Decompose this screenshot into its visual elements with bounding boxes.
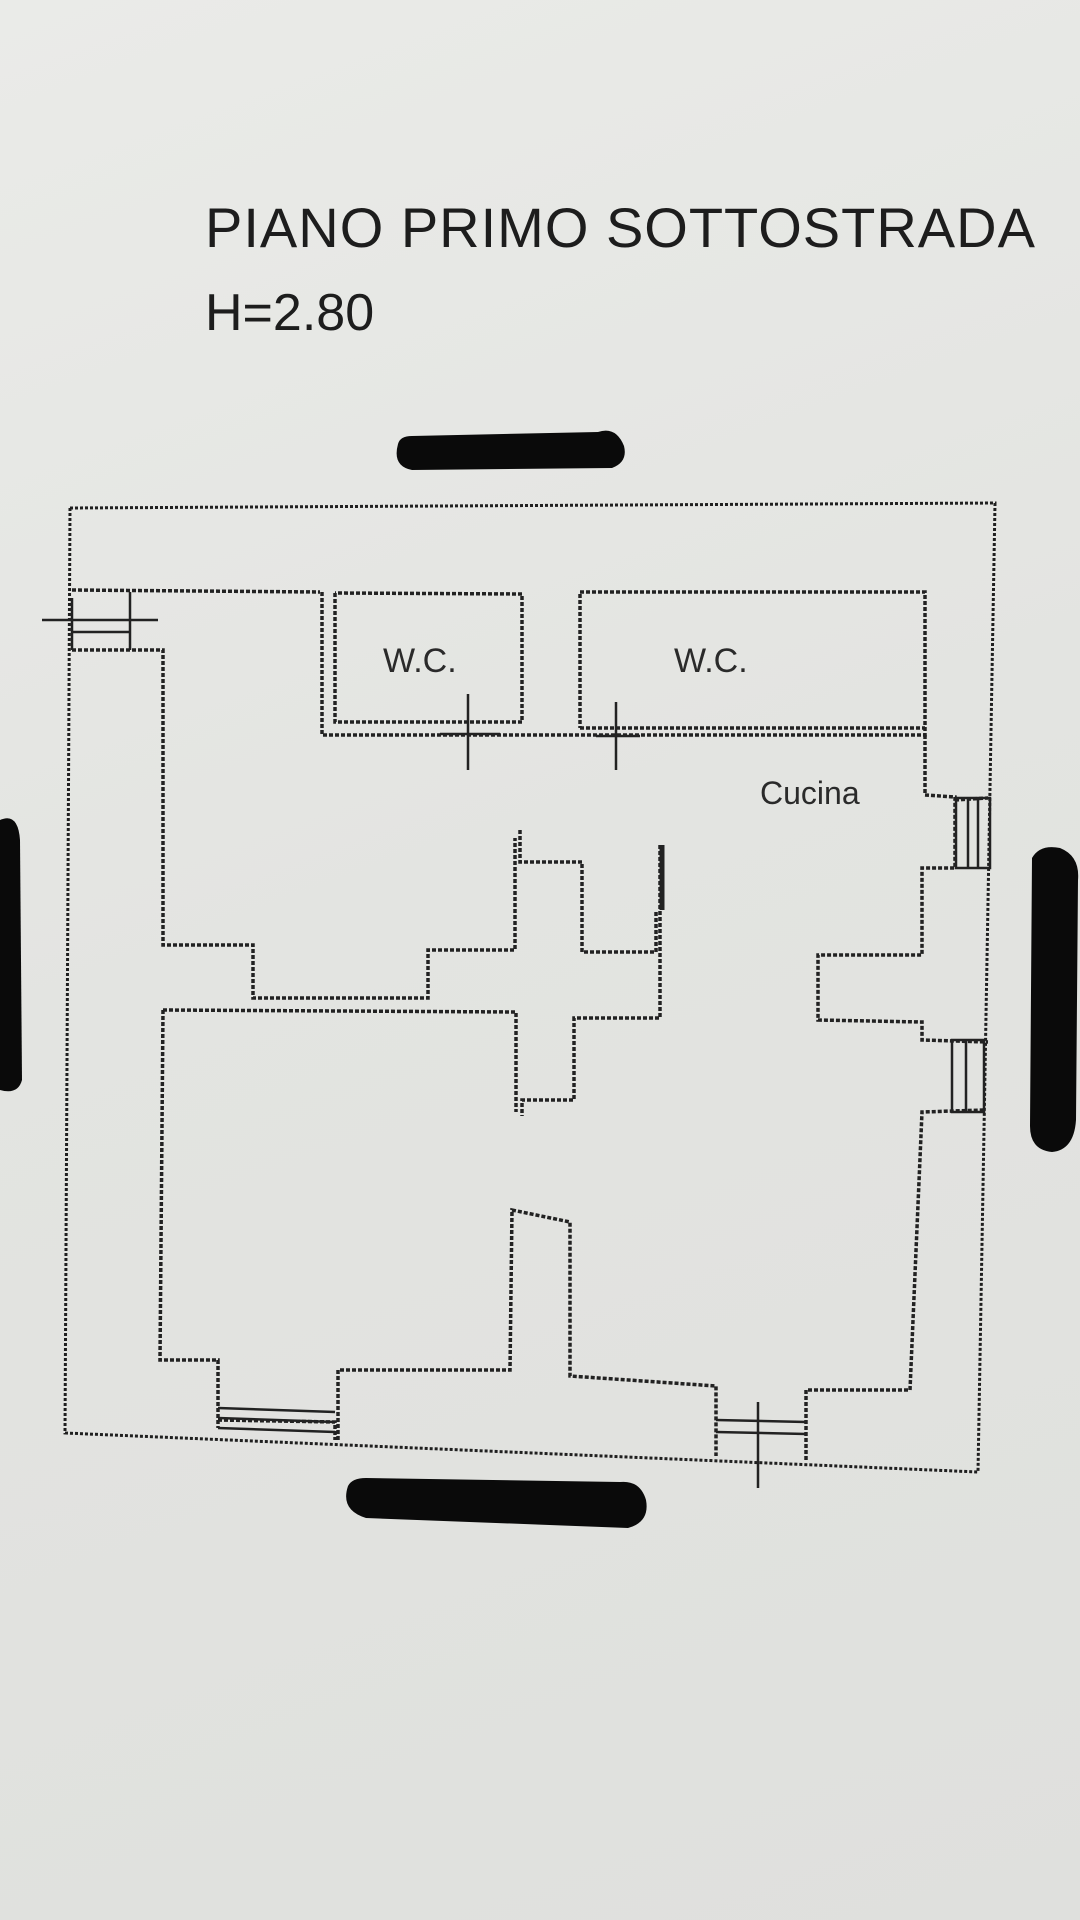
wall-wc-left xyxy=(320,590,927,737)
redaction-bottom xyxy=(346,1478,647,1528)
redaction-left xyxy=(0,818,22,1092)
wall-left-stair xyxy=(72,648,517,1000)
window-right-upper xyxy=(954,796,992,870)
plan-title: PIANO PRIMO SOTTOSTRADA xyxy=(205,196,1036,259)
wall-bottom-right xyxy=(804,1108,986,1460)
redaction-right xyxy=(1030,847,1079,1152)
door-wc-left xyxy=(440,694,500,770)
ceiling-height-label: H=2.80 xyxy=(205,284,375,342)
wall-left-room xyxy=(158,1009,220,1428)
wall-center-left xyxy=(518,830,658,954)
wall-right-upper xyxy=(816,735,989,1044)
interior-walls xyxy=(71,588,989,1460)
openings xyxy=(42,592,992,1488)
window-bottom-left xyxy=(217,1406,336,1434)
door-wc-right xyxy=(596,702,640,770)
room-label-cucina: Cucina xyxy=(760,775,860,811)
wall-wc-left-inner xyxy=(333,591,524,724)
door-bottom-right xyxy=(715,1402,807,1488)
window-top-left xyxy=(42,592,158,650)
room-label-wc-right: W.C. xyxy=(674,642,748,680)
room-label-wc-left: W.C. xyxy=(383,642,457,680)
wall-bottom-center xyxy=(336,1207,718,1456)
wall-left-outer xyxy=(71,588,321,594)
window-right-lower xyxy=(950,1038,986,1114)
outer-boundary xyxy=(63,501,997,1474)
wall-center-mid xyxy=(162,1008,518,1112)
redaction-top xyxy=(396,430,625,470)
redaction-marks xyxy=(0,430,1079,1528)
wall-center-stub xyxy=(520,845,662,1116)
